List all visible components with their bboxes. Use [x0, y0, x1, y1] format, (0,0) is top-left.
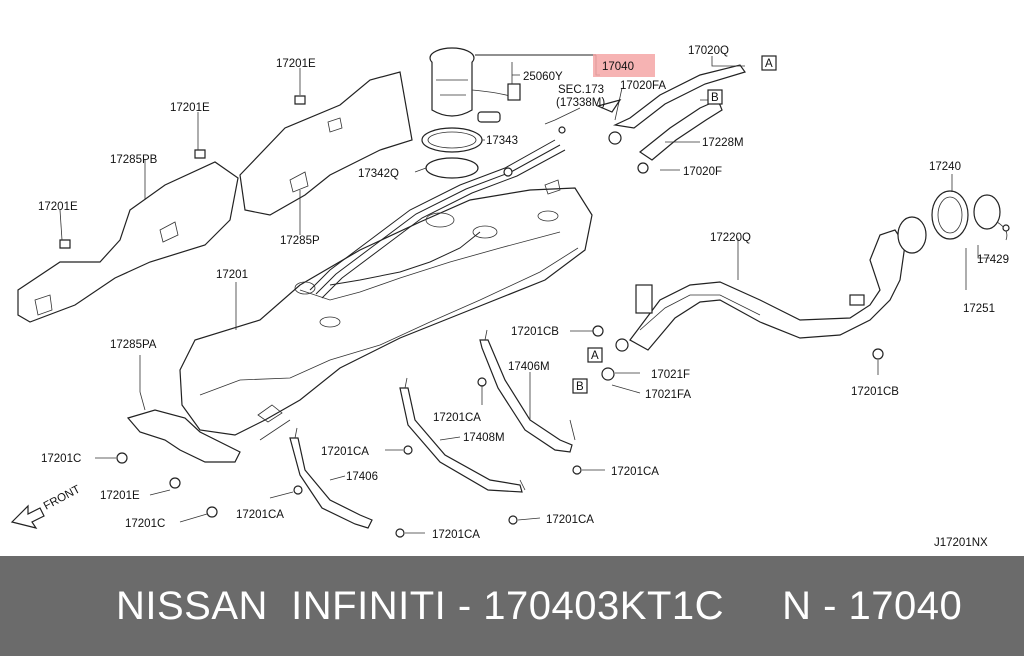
- label-17201e: 17201E: [100, 490, 140, 502]
- label-17020f: 17020F: [683, 166, 722, 178]
- label-17201cb: 17201CB: [851, 386, 899, 398]
- label-17406m: 17406M: [508, 361, 550, 373]
- fuel-tank-17201: [179, 179, 593, 441]
- box-label-b: B: [711, 92, 719, 104]
- label-17408m: 17408M: [463, 432, 505, 444]
- fuel-pump-module-17040: [429, 47, 596, 123]
- leader-lines: [59, 55, 990, 534]
- label-17201ca: 17201CA: [432, 529, 480, 541]
- label-17201e: 17201E: [276, 58, 316, 70]
- label-front: FRONT: [42, 483, 83, 512]
- box-label-a: A: [765, 58, 773, 70]
- label-17285pa: 17285PA: [110, 339, 157, 351]
- pump-seal-17343: [421, 127, 483, 153]
- part-number-caption: NISSAN INFINITI - 170403KT1C N - 17040: [116, 583, 963, 628]
- filler-tube-17220q: [629, 216, 927, 351]
- front-arrow-icon: [10, 504, 45, 529]
- label-17201cb: 17201CB: [511, 326, 559, 338]
- heat-shield-17285pb: [17, 161, 239, 323]
- lock-ring-17342q: [425, 157, 479, 179]
- label-17285p: 17285P: [280, 235, 320, 247]
- label-17201e: 17201E: [170, 102, 210, 114]
- footer-banner: NISSAN INFINITI - 170403KT1C N - 17040: [0, 556, 1024, 656]
- label-17021f: 17021F: [651, 369, 690, 381]
- label-17251: 17251: [963, 303, 995, 315]
- label-17240: 17240: [929, 161, 961, 173]
- label-17201ca: 17201CA: [236, 509, 284, 521]
- label-17429: 17429: [977, 254, 1009, 266]
- filler-hose-17228m: [608, 64, 746, 174]
- label-17201ca: 17201CA: [433, 412, 481, 424]
- label-17020q: 17020Q: [688, 45, 729, 57]
- heat-shield-17285p: [239, 71, 413, 216]
- label-17343: 17343: [486, 135, 518, 147]
- label-17201ca: 17201CA: [321, 446, 369, 458]
- label-17040: 17040: [602, 61, 634, 73]
- label-17201c: 17201C: [41, 453, 81, 465]
- filler-neck-ring-17240: [931, 190, 969, 240]
- fuel-lines: [309, 126, 566, 299]
- label-17220q: 17220Q: [710, 232, 751, 244]
- label-25060y: 25060Y: [523, 71, 563, 83]
- label-17338m: (17338M): [556, 97, 605, 109]
- label-17342q: 17342Q: [358, 168, 399, 180]
- box-label-a: A: [591, 350, 599, 362]
- heat-shield-17285pa: [126, 391, 241, 463]
- label-17020fa: 17020FA: [620, 80, 666, 92]
- label-17285pb: 17285PB: [110, 154, 158, 166]
- fasteners: [59, 95, 884, 538]
- fuel-system-exploded-view: 17040 25060Y SEC.173 (17338M) 17020FA 17…: [10, 45, 1010, 549]
- label-17228m: 17228M: [702, 137, 744, 149]
- label-17406: 17406: [346, 471, 378, 483]
- label-17201: 17201: [216, 269, 248, 281]
- label-sec173: SEC.173: [558, 84, 604, 96]
- label-17021fa: 17021FA: [645, 389, 691, 401]
- label-17201c: 17201C: [125, 518, 165, 530]
- fuel-cap-17251: [973, 194, 1010, 241]
- label-17201ca: 17201CA: [546, 514, 594, 526]
- highlight-17040: [593, 54, 655, 77]
- label-17201e: 17201E: [38, 201, 78, 213]
- box-label-b: B: [576, 381, 584, 393]
- tank-straps: [289, 329, 576, 529]
- parts-diagram: 17040 25060Y SEC.173 (17338M) 17020FA 17…: [10, 45, 1010, 549]
- sec-arrow-icon: [596, 98, 622, 113]
- callout-labels: 17040 25060Y SEC.173 (17338M) 17020FA 17…: [38, 45, 1009, 549]
- diagram-code: J17201NX: [934, 537, 988, 549]
- label-17201ca: 17201CA: [611, 466, 659, 478]
